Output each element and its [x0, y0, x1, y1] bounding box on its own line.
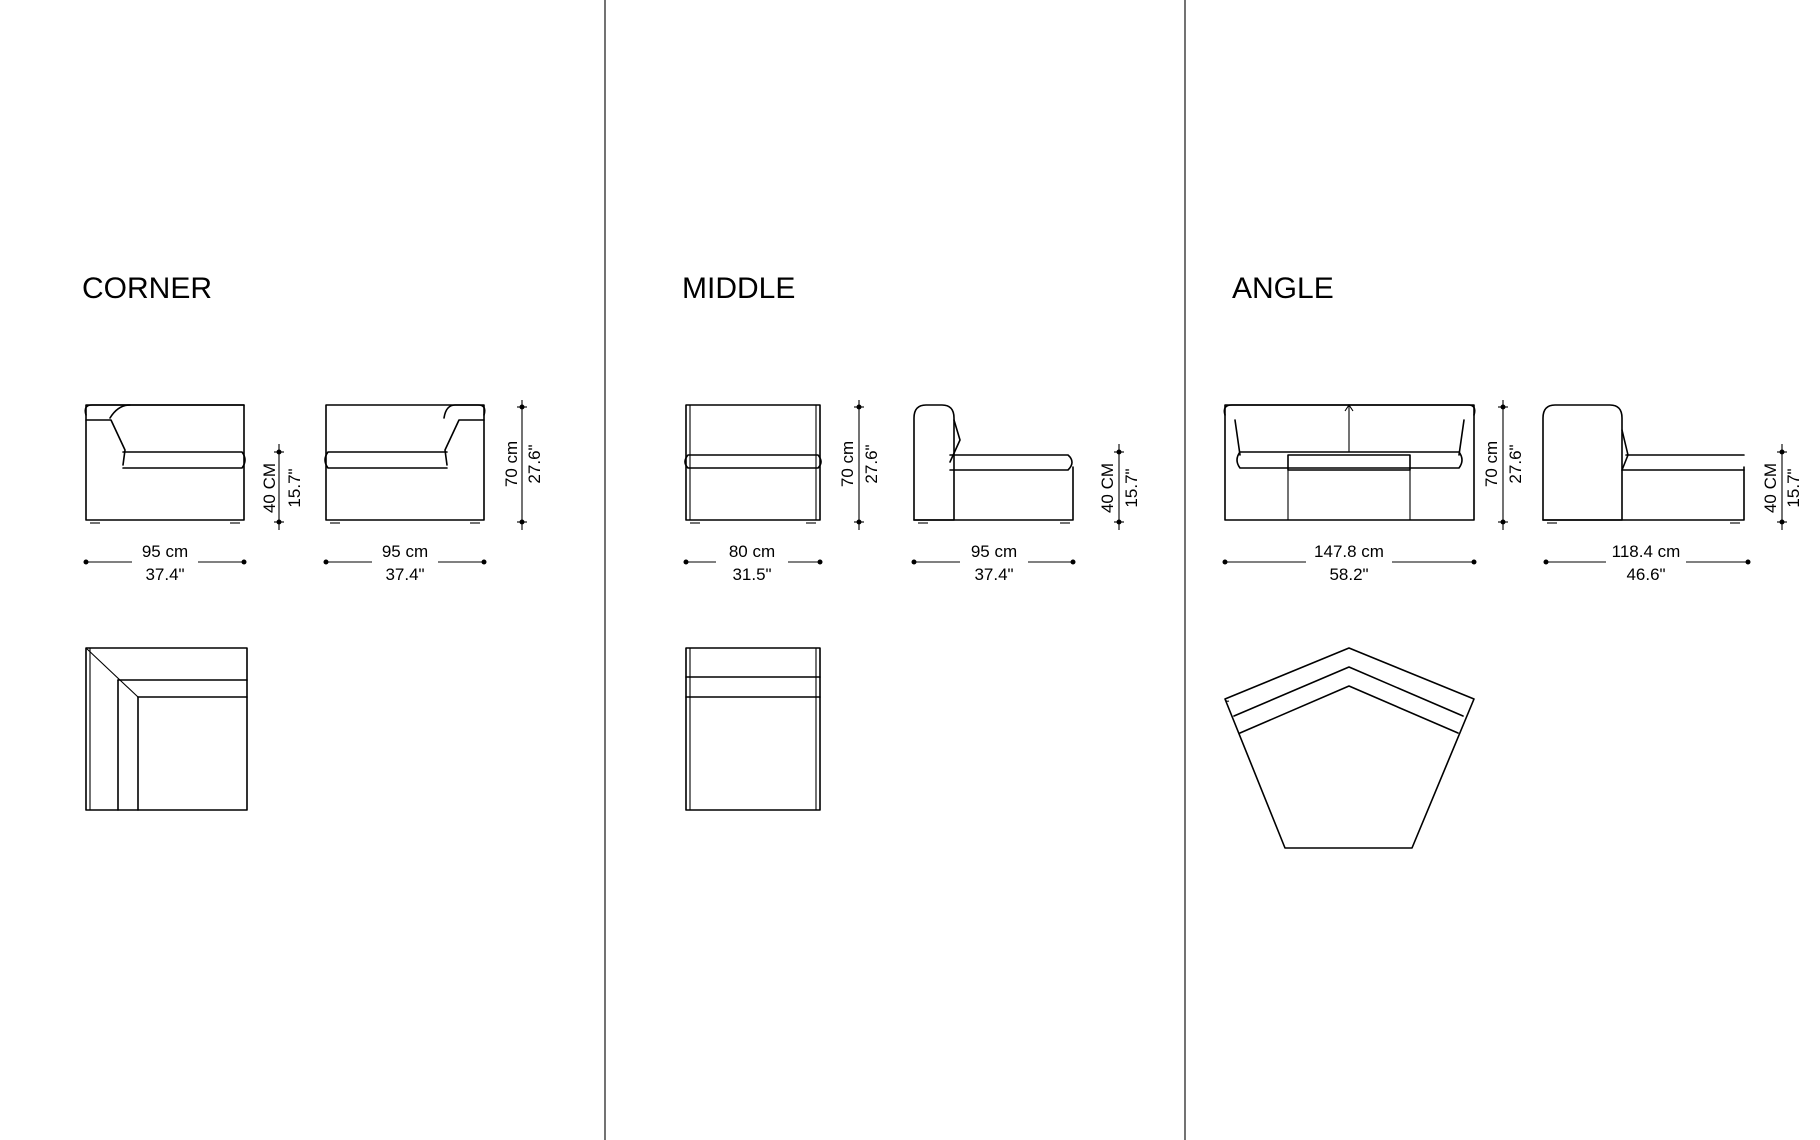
corner-total-height-cm: 70 cm: [502, 441, 521, 487]
corner-side-width-cm: 95 cm: [382, 542, 428, 561]
angle-seat-height-cm: 40 CM: [1761, 463, 1780, 513]
middle-seat-height-dim: [1114, 444, 1124, 530]
corner-front-width-in: 37.4": [145, 565, 184, 584]
angle-front-width-dim: [1222, 559, 1477, 565]
angle-plan-view: [1224, 647, 1475, 849]
angle-total-height-dim: [1498, 400, 1508, 530]
middle-seat-height-in: 15.7": [1122, 468, 1141, 507]
angle-total-height-in: 27.6": [1506, 444, 1525, 483]
middle-front-width-cm: 80 cm: [729, 542, 775, 561]
angle-total-height-cm: 70 cm: [1482, 441, 1501, 487]
corner-total-height-in: 27.6": [525, 444, 544, 483]
corner-title: CORNER: [82, 272, 212, 305]
angle-title: ANGLE: [1232, 272, 1334, 305]
middle-front-width-dim: [683, 559, 823, 565]
middle-seat-height-cm: 40 CM: [1098, 463, 1117, 513]
angle-seat-height-in: 15.7": [1784, 468, 1803, 507]
middle-front-width-in: 31.5": [732, 565, 771, 584]
angle-front-width-in: 58.2": [1329, 565, 1368, 584]
corner-plan-view: [85, 647, 248, 811]
angle-side-width-in: 46.6": [1626, 565, 1665, 584]
middle-plan-view: [685, 647, 821, 811]
middle-total-height-dim: [854, 400, 864, 530]
corner-side-elevation: [324, 404, 486, 524]
angle-side-elevation: [1542, 404, 1745, 524]
middle-side-elevation: [913, 404, 1074, 524]
angle-seat-height-dim: [1777, 444, 1787, 530]
middle-total-height-cm: 70 cm: [838, 441, 857, 487]
corner-seat-height-cm: 40 CM: [260, 463, 279, 513]
middle-total-height-in: 27.6": [862, 444, 881, 483]
middle-side-width-cm: 95 cm: [971, 542, 1017, 561]
corner-total-height-dim: [517, 400, 527, 530]
corner-seat-height-in: 15.7": [285, 468, 304, 507]
angle-side-width-cm: 118.4 cm: [1612, 542, 1681, 561]
middle-side-width-dim: [911, 559, 1076, 565]
corner-side-width-in: 37.4": [385, 565, 424, 584]
corner-front-width-dim: [83, 559, 247, 565]
corner-front-width-cm: 95 cm: [142, 542, 188, 561]
angle-side-width-dim: [1543, 559, 1751, 565]
corner-front-elevation: [84, 404, 246, 524]
angle-front-elevation: [1223, 404, 1476, 521]
middle-title: MIDDLE: [682, 272, 795, 305]
middle-front-elevation: [684, 404, 822, 524]
angle-front-width-cm: 147.8 cm: [1314, 542, 1384, 561]
middle-side-width-in: 37.4": [974, 565, 1013, 584]
corner-seat-height-dim: [274, 444, 284, 530]
corner-side-width-dim: [323, 559, 487, 565]
